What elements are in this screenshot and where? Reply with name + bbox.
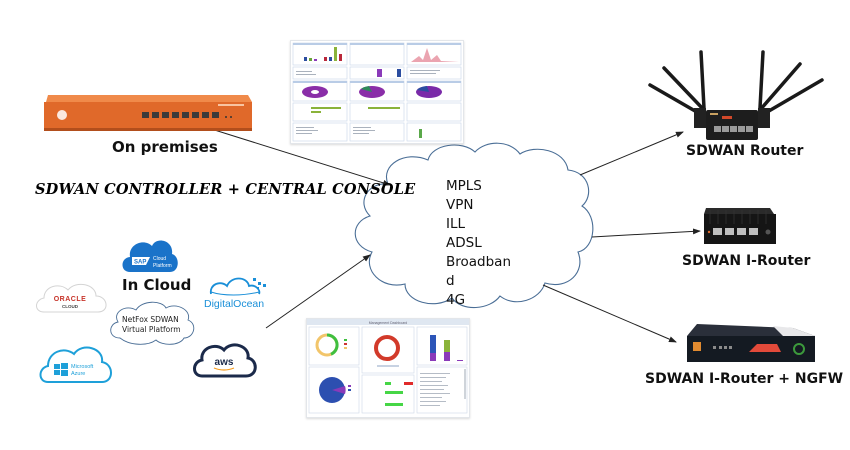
link-mpls: MPLS bbox=[446, 178, 482, 194]
link-adsl: ADSL bbox=[446, 235, 482, 251]
digitalocean-logo: DigitalOcean bbox=[204, 277, 266, 310]
oracle-cloud-logo: ORACLE CLOUD bbox=[36, 283, 107, 313]
dashboard-title: Management Dashboard bbox=[369, 321, 408, 325]
sdwan-i-router-device bbox=[704, 208, 776, 244]
central-console-dashboard-thumbnail bbox=[290, 40, 464, 144]
antenna bbox=[648, 83, 704, 117]
link-ill: ILL bbox=[446, 216, 466, 232]
svg-text:ORACLE: ORACLE bbox=[54, 296, 87, 303]
antenna bbox=[758, 62, 802, 112]
svg-text:Azure: Azure bbox=[71, 371, 85, 377]
netfox-cloud-text: NetFox SDWAN Virtual Platform bbox=[122, 315, 181, 334]
microsoft-azure-logo: Microsoft Azure bbox=[39, 346, 112, 383]
netfox-virtual-platform-cloud bbox=[110, 301, 195, 345]
sdwan-router-label: SDWAN Router bbox=[686, 143, 804, 159]
link-broadband: Broadband bbox=[446, 254, 512, 289]
svg-text:Platform: Platform bbox=[153, 263, 172, 269]
controller-title: SDWAN CONTROLLER + CENTRAL CONSOLE bbox=[35, 181, 416, 198]
antenna bbox=[758, 50, 765, 110]
on-premises-label: On premises bbox=[112, 138, 218, 156]
svg-text:CLOUD: CLOUD bbox=[62, 304, 79, 309]
svg-text:SAP: SAP bbox=[134, 260, 146, 266]
network-link-list: MPLS VPN ILL ADSL Broadband 4G bbox=[446, 177, 518, 310]
arrow-onprem-to-cloud bbox=[204, 126, 391, 186]
in-cloud-label: In Cloud bbox=[122, 276, 192, 294]
arrow-cloud-to-ngfw bbox=[542, 284, 677, 343]
svg-text:DigitalOcean: DigitalOcean bbox=[204, 298, 264, 310]
svg-text:Microsoft: Microsoft bbox=[71, 364, 94, 370]
arrow-cloud-to-irouter bbox=[591, 228, 701, 238]
arrow-incloud-to-cloud bbox=[265, 254, 371, 329]
link-vpn: VPN bbox=[446, 197, 474, 213]
antenna bbox=[699, 50, 706, 110]
svg-text:Cloud: Cloud bbox=[153, 256, 166, 262]
antenna bbox=[760, 78, 824, 117]
on-premises-appliance bbox=[44, 95, 252, 131]
svg-text:aws: aws bbox=[215, 357, 234, 368]
sdwan-i-router-label: SDWAN I-Router bbox=[682, 253, 811, 269]
antenna bbox=[662, 66, 706, 112]
management-dashboard-thumbnail: Management Dashboard bbox=[306, 318, 470, 418]
arrow-cloud-to-router bbox=[579, 131, 684, 176]
sdwan-router-device bbox=[648, 50, 824, 140]
sdwan-i-router-ngfw-device bbox=[687, 324, 815, 362]
sdwan-i-router-ngfw-label: SDWAN I-Router + NGFW bbox=[645, 371, 844, 387]
sap-cloud-platform-logo: SAP Cloud Platform bbox=[122, 240, 178, 272]
link-4g: 4G bbox=[446, 292, 466, 308]
brand-logo-icon bbox=[57, 110, 67, 120]
aws-logo: aws bbox=[193, 343, 257, 378]
